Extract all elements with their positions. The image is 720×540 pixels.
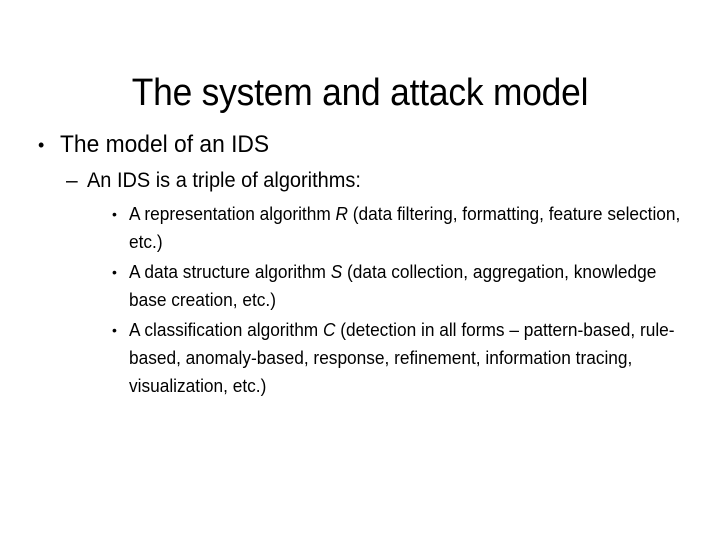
algorithm-variable-s: S [330,262,343,282]
bullet-marker-icon: • [38,135,45,155]
bullet-level2-text: An IDS is a triple of algorithms: [87,169,361,192]
bullet-level3-classification-algorithm: • A classification algorithm C (detectio… [112,316,720,400]
bullet-marker-icon: • [112,264,117,280]
bullet-text-before-variable: A data structure algorithm [129,262,331,282]
algorithm-variable-c: C [323,320,336,340]
bullet-level2-triple-of-algorithms: – An IDS is a triple of algorithms: [66,167,720,194]
bullet-level3-text: A data structure algorithm S (data colle… [129,258,686,314]
bullet-level3-representation-algorithm: • A representation algorithm R (data fil… [112,200,720,256]
bullet-marker-icon: • [112,206,117,222]
bullet-marker-icon: • [112,322,117,338]
bullet-text-before-variable: A representation algorithm [129,204,336,224]
bullet-level1-text: The model of an IDS [60,131,270,158]
algorithm-variable-r: R [335,204,348,224]
dash-marker-icon: – [66,169,78,192]
bullet-text-after-variable: (data collection, aggregation, knowledge… [129,262,657,310]
slide-title: The system and attack model [131,72,589,115]
bullet-level3-text: A representation algorithm R (data filte… [129,200,686,256]
bullet-level3-text: A classification algorithm C (detection … [129,316,686,400]
bullet-text-after-variable: (detection in all forms – pattern-based,… [129,320,675,396]
bullet-text-before-variable: A classification algorithm [129,320,324,340]
slide-body-content: • The model of an IDS – An IDS is a trip… [0,130,720,402]
bullet-text-after-variable: (data filtering, formatting, feature sel… [129,204,681,252]
bullet-level1-model-of-an-ids: • The model of an IDS [38,130,720,160]
bullet-level3-data-structure-algorithm: • A data structure algorithm S (data col… [112,258,720,314]
